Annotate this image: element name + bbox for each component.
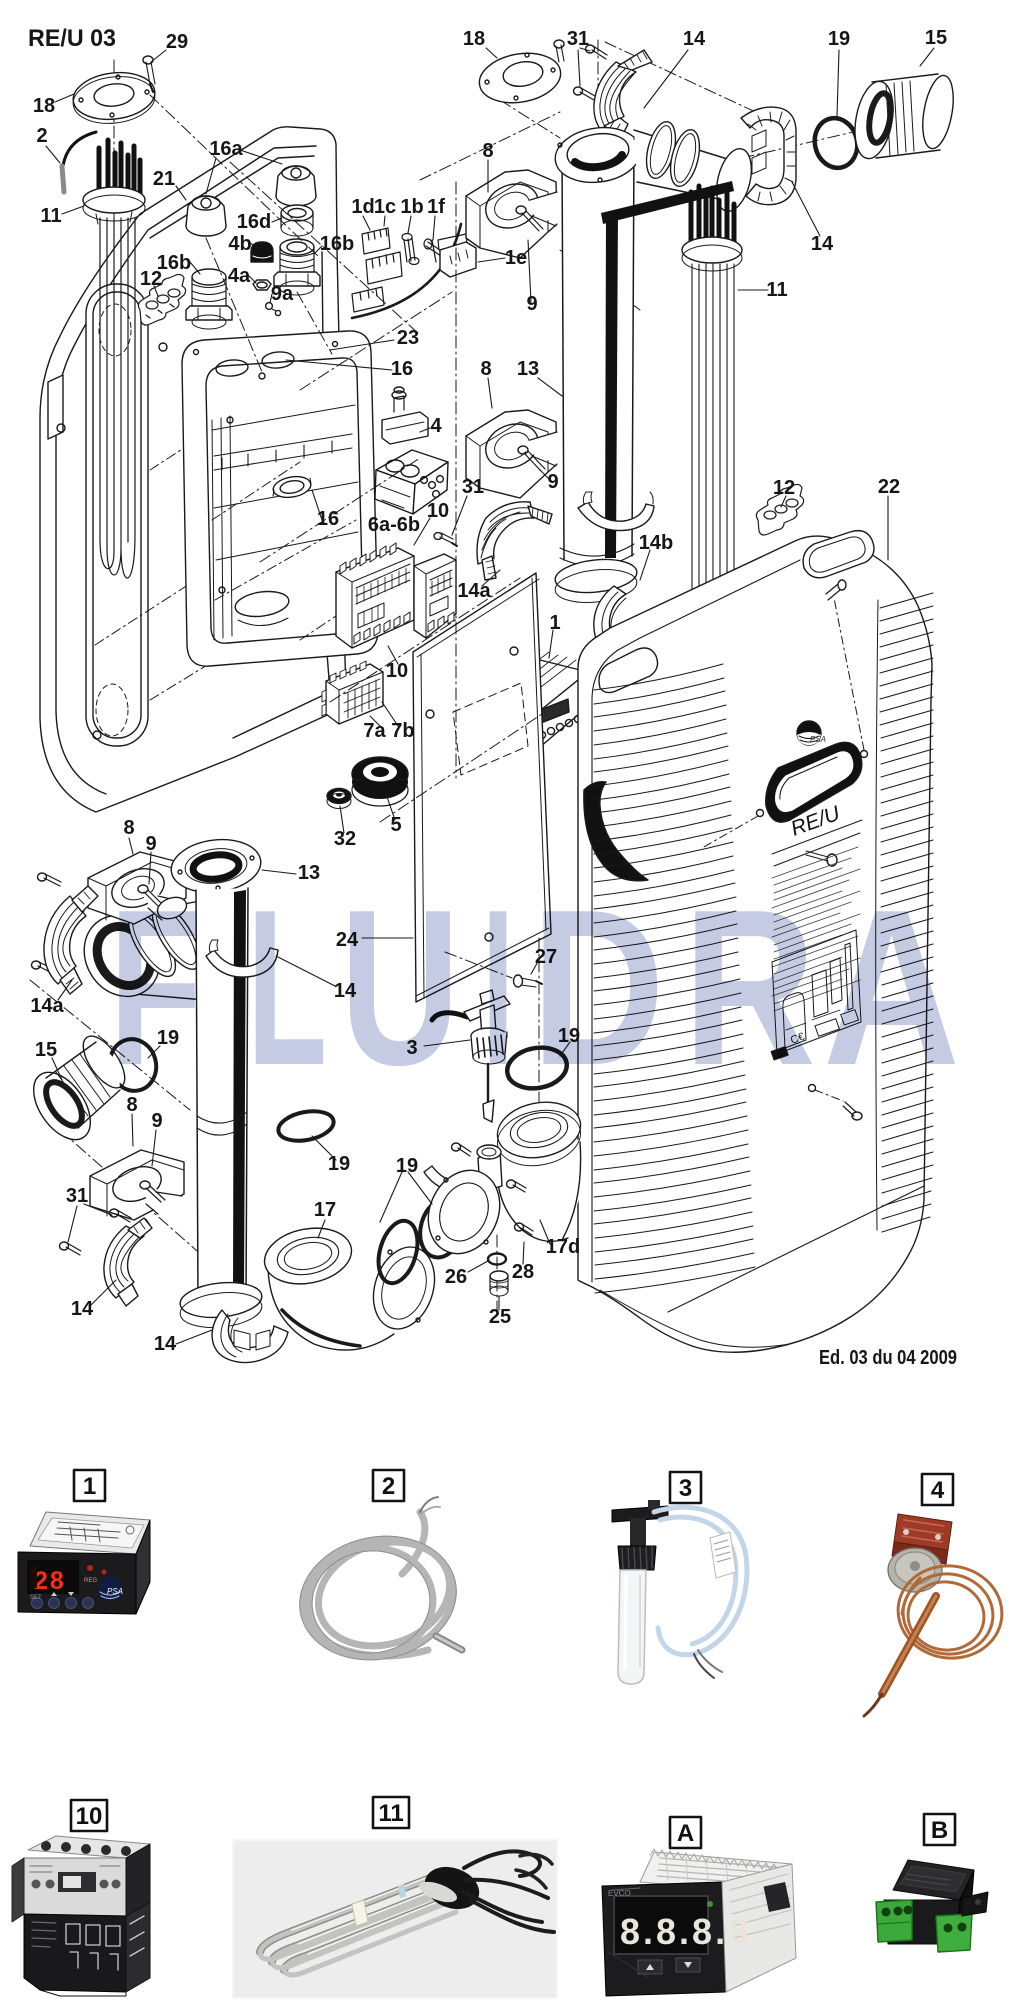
svg-text:10: 10: [386, 660, 408, 682]
svg-text:16: 16: [391, 358, 413, 380]
svg-text:EVCO: EVCO: [608, 1889, 631, 1898]
svg-text:4a: 4a: [228, 265, 251, 287]
svg-text:D: D: [531, 864, 665, 1112]
svg-text:22: 22: [878, 476, 900, 498]
svg-text:31: 31: [66, 1185, 88, 1207]
svg-text:13: 13: [298, 862, 320, 884]
svg-text:2: 2: [36, 125, 47, 147]
svg-text:17: 17: [314, 1199, 336, 1221]
svg-text:19: 19: [328, 1153, 350, 1175]
svg-text:3: 3: [679, 1475, 692, 1502]
svg-text:14a: 14a: [30, 995, 64, 1017]
svg-text:6a-6b: 6a-6b: [368, 514, 420, 536]
svg-text:A: A: [677, 1820, 694, 1847]
svg-text:14a: 14a: [457, 580, 491, 602]
svg-text:13: 13: [517, 358, 539, 380]
svg-text:26: 26: [445, 1266, 467, 1288]
svg-text:1: 1: [549, 612, 560, 634]
svg-text:9: 9: [145, 833, 156, 855]
svg-text:19: 19: [396, 1155, 418, 1177]
svg-text:3: 3: [406, 1037, 417, 1059]
svg-text:11: 11: [766, 279, 787, 301]
svg-text:17d: 17d: [546, 1236, 580, 1258]
svg-text:4b: 4b: [228, 233, 251, 255]
svg-text:5: 5: [390, 814, 401, 836]
svg-text:12: 12: [140, 268, 162, 290]
svg-text:14: 14: [71, 1298, 94, 1320]
svg-text:24: 24: [336, 929, 359, 951]
svg-text:9: 9: [526, 293, 537, 315]
svg-text:I: I: [482, 864, 514, 1112]
svg-text:F: F: [109, 864, 202, 1112]
svg-text:9: 9: [151, 1110, 162, 1132]
svg-text:A: A: [823, 864, 960, 1112]
svg-text:C€: C€: [789, 1031, 806, 1047]
svg-text:16: 16: [317, 508, 339, 530]
svg-text:32: 32: [334, 828, 356, 850]
svg-text:12: 12: [773, 477, 795, 499]
svg-text:1: 1: [83, 1473, 96, 1500]
svg-text:1e: 1e: [505, 247, 527, 269]
svg-text:SET: SET: [30, 1595, 42, 1601]
svg-text:4: 4: [931, 1477, 945, 1504]
svg-text:10: 10: [76, 1803, 103, 1830]
svg-text:18: 18: [33, 95, 55, 117]
svg-text:U: U: [340, 864, 460, 1112]
svg-text:28: 28: [512, 1261, 534, 1283]
svg-text:RE/U 03: RE/U 03: [28, 25, 116, 52]
svg-text:Ed. 03 du 04 2009: Ed. 03 du 04 2009: [819, 1347, 957, 1369]
svg-text:PSA: PSA: [107, 1587, 123, 1596]
svg-text:31: 31: [462, 476, 484, 498]
svg-text:8.8.8.8: 8.8.8.8: [620, 1911, 751, 1952]
svg-text:PSA: PSA: [810, 735, 826, 744]
svg-text:27: 27: [535, 946, 557, 968]
svg-text:8: 8: [482, 140, 493, 162]
svg-text:19: 19: [157, 1027, 179, 1049]
svg-text:15: 15: [35, 1039, 57, 1061]
svg-text:14: 14: [811, 233, 834, 255]
svg-text:1d: 1d: [351, 196, 374, 218]
svg-text:1b: 1b: [400, 196, 423, 218]
svg-text:19: 19: [828, 28, 850, 50]
svg-text:25: 25: [489, 1306, 511, 1328]
svg-text:14b: 14b: [639, 532, 673, 554]
svg-text:R: R: [683, 864, 816, 1112]
svg-text:16a: 16a: [209, 138, 243, 160]
svg-text:11: 11: [40, 205, 61, 227]
svg-text:14: 14: [334, 980, 357, 1002]
svg-text:2: 2: [382, 1473, 395, 1500]
svg-text:16b: 16b: [157, 252, 191, 274]
svg-text:7a 7b: 7a 7b: [363, 720, 414, 742]
svg-text:23: 23: [397, 327, 419, 349]
svg-text:21: 21: [153, 168, 175, 190]
svg-text:18: 18: [463, 28, 485, 50]
svg-text:1f: 1f: [427, 196, 445, 218]
svg-text:9a: 9a: [271, 283, 294, 305]
svg-text:4: 4: [430, 415, 442, 437]
svg-text:16d: 16d: [237, 211, 271, 233]
svg-text:14: 14: [683, 28, 706, 50]
svg-text:8: 8: [480, 358, 491, 380]
svg-text:31: 31: [567, 28, 589, 50]
svg-text:B: B: [931, 1817, 948, 1844]
svg-text:8: 8: [123, 817, 134, 839]
svg-text:15: 15: [925, 27, 947, 49]
svg-text:29: 29: [166, 31, 188, 53]
svg-text:L: L: [247, 864, 327, 1112]
svg-text:10: 10: [427, 500, 449, 522]
svg-text:8: 8: [126, 1094, 137, 1116]
svg-text:16b: 16b: [320, 233, 354, 255]
svg-text:11: 11: [378, 1800, 403, 1827]
svg-text:19: 19: [558, 1025, 580, 1047]
svg-text:1c: 1c: [374, 196, 396, 218]
svg-text:14: 14: [154, 1333, 177, 1355]
svg-text:9: 9: [547, 471, 558, 493]
svg-text:28: 28: [34, 1567, 66, 1595]
svg-text:REG: REG: [84, 1578, 97, 1584]
